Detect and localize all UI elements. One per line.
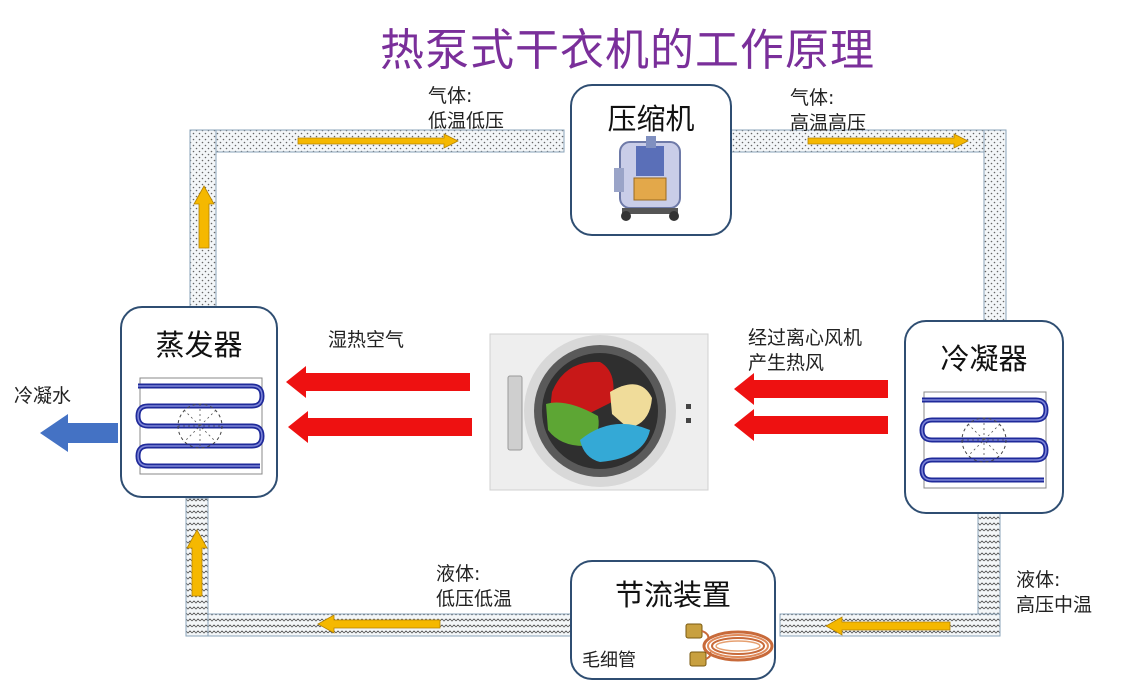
capillary-label: 毛细管 — [582, 650, 636, 671]
arrow-up-icon — [193, 185, 215, 249]
condensate-label: 冷凝水 — [14, 385, 72, 407]
arrow-left-icon — [317, 614, 441, 634]
condensate-arrow-icon — [40, 414, 118, 452]
liquid-low-label: 液体:低压低温 — [436, 563, 513, 610]
throttle-box: 节流装置 毛细管 — [570, 560, 776, 680]
gas-high-label: 气体:高温高压 — [790, 87, 867, 134]
gas-low-label: 气体:低温低压 — [428, 85, 505, 132]
compressor-icon — [614, 136, 681, 221]
coil-icon — [135, 377, 265, 475]
coil-icon — [919, 391, 1049, 489]
liquid-high-label: 液体:高压中温 — [1016, 569, 1093, 616]
arrow-up-icon — [186, 529, 208, 597]
arrow-left-icon — [825, 616, 951, 636]
washing-machine-drum-icon — [489, 333, 709, 491]
condenser-box: 冷凝器 — [904, 320, 1064, 514]
evaporator-title: 蒸发器 — [155, 328, 243, 362]
page-title: 热泵式干衣机的工作原理 — [380, 25, 875, 76]
arrow-left-icon — [734, 409, 888, 441]
flow-arrows — [186, 133, 969, 636]
arrow-left-icon — [286, 366, 470, 398]
condenser-title: 冷凝器 — [940, 342, 1028, 376]
arrow-left-icon — [288, 411, 472, 443]
hot-air-arrows — [286, 366, 888, 443]
evaporator-box: 蒸发器 — [120, 306, 278, 498]
copper-capillary-icon — [685, 623, 774, 667]
compressor-box: 压缩机 — [570, 84, 732, 236]
arrow-left-icon — [734, 373, 888, 405]
arrow-right-icon — [807, 133, 969, 149]
arrow-right-icon — [297, 133, 459, 149]
fan-label: 经过离心风机产生热风 — [748, 327, 863, 374]
humid-air-label: 湿热空气 — [328, 329, 405, 351]
throttle-title: 节流装置 — [614, 578, 731, 612]
compressor-title: 压缩机 — [607, 102, 695, 136]
